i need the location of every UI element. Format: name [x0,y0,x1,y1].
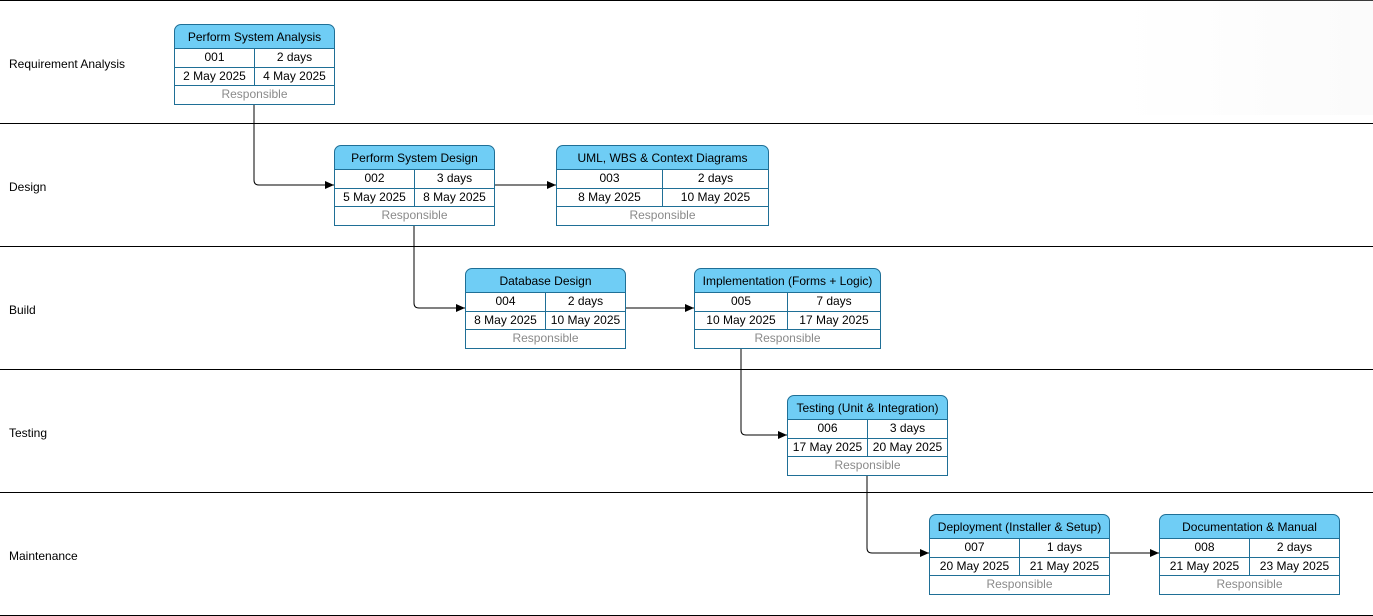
task-title: Perform System Design [334,145,495,170]
task-start-date: 17 May 2025 [792,439,863,454]
task-start-date: 10 May 2025 [706,312,776,327]
task-id: 006 [817,421,838,435]
task-uml-wbs-context-diagrams[interactable]: UML, WBS & Context Diagrams 003 2 days 8 … [556,145,769,226]
task-responsible: Responsible [834,458,901,472]
task-end-date: 10 May 2025 [545,311,625,329]
task-end-date: 4 May 2025 [254,67,334,85]
task-responsible: Responsible [629,208,696,222]
task-id: 003 [599,171,620,185]
task-start-date: 5 May 2025 [343,189,406,204]
task-end-date: 8 May 2025 [414,188,494,206]
lane-label: Maintenance [9,549,78,563]
task-responsible: Responsible [754,331,821,345]
lane-requirement-analysis: Requirement Analysis [0,0,1373,124]
task-implementation[interactable]: Implementation (Forms + Logic) 005 7 days… [694,268,881,349]
task-id: 007 [964,540,985,554]
task-perform-system-design[interactable]: Perform System Design 002 3 days 5 May 20… [334,145,495,226]
task-perform-system-analysis[interactable]: Perform System Analysis 001 2 days 2 May … [174,24,335,105]
task-database-design[interactable]: Database Design 004 2 days 8 May 2025 10 M… [465,268,626,349]
task-duration: 7 days [787,293,880,311]
task-end-date: 21 May 2025 [1019,557,1109,575]
task-responsible: Responsible [1216,577,1283,591]
task-duration: 2 days [662,170,768,188]
task-title: Testing (Unit & Integration) [787,395,948,420]
task-title: Deployment (Installer & Setup) [929,514,1110,539]
task-duration: 2 days [545,293,625,311]
task-end-date: 10 May 2025 [662,188,768,206]
task-responsible: Responsible [512,331,579,345]
task-testing-unit-integration[interactable]: Testing (Unit & Integration) 006 3 days 1… [787,395,948,476]
task-duration: 3 days [867,420,947,438]
task-duration: 2 days [254,49,334,67]
task-title: Perform System Analysis [174,24,335,49]
task-start-date: 21 May 2025 [1169,558,1240,573]
task-start-date: 2 May 2025 [183,68,246,83]
task-duration: 3 days [414,170,494,188]
task-title: Documentation & Manual [1159,514,1340,539]
task-id: 005 [730,294,752,308]
task-end-date: 17 May 2025 [787,311,880,329]
task-start-date: 8 May 2025 [578,189,641,204]
task-start-date: 8 May 2025 [474,312,537,327]
task-id: 004 [495,294,516,308]
lane-design: Design [0,123,1373,247]
connector-005-006 [740,349,787,439]
task-end-date: 23 May 2025 [1249,557,1339,575]
task-id: 008 [1194,540,1215,554]
task-title: UML, WBS & Context Diagrams [556,145,769,170]
task-responsible: Responsible [381,208,448,222]
task-responsible: Responsible [221,87,288,101]
task-duration: 2 days [1249,539,1339,557]
connector-006-007 [866,476,929,557]
task-end-date: 20 May 2025 [867,438,947,456]
connector-001-002 [253,104,334,189]
task-responsible: Responsible [986,577,1053,591]
connector-002-004 [413,226,465,312]
lane-label: Requirement Analysis [9,57,126,71]
task-duration: 1 days [1019,539,1109,557]
lane-testing: Testing [0,369,1373,493]
task-title: Implementation (Forms + Logic) [694,268,881,293]
task-title: Database Design [465,268,626,293]
task-documentation-manual[interactable]: Documentation & Manual 008 2 days 21 May … [1159,514,1340,595]
lane-build: Build [0,246,1373,370]
lane-label: Testing [9,426,48,440]
lane-label: Build [9,303,36,317]
lane-label: Design [9,180,47,194]
task-start-date: 20 May 2025 [939,558,1010,573]
task-id: 001 [204,50,225,64]
task-deployment[interactable]: Deployment (Installer & Setup) 007 1 days… [929,514,1110,595]
task-id: 002 [364,171,385,185]
